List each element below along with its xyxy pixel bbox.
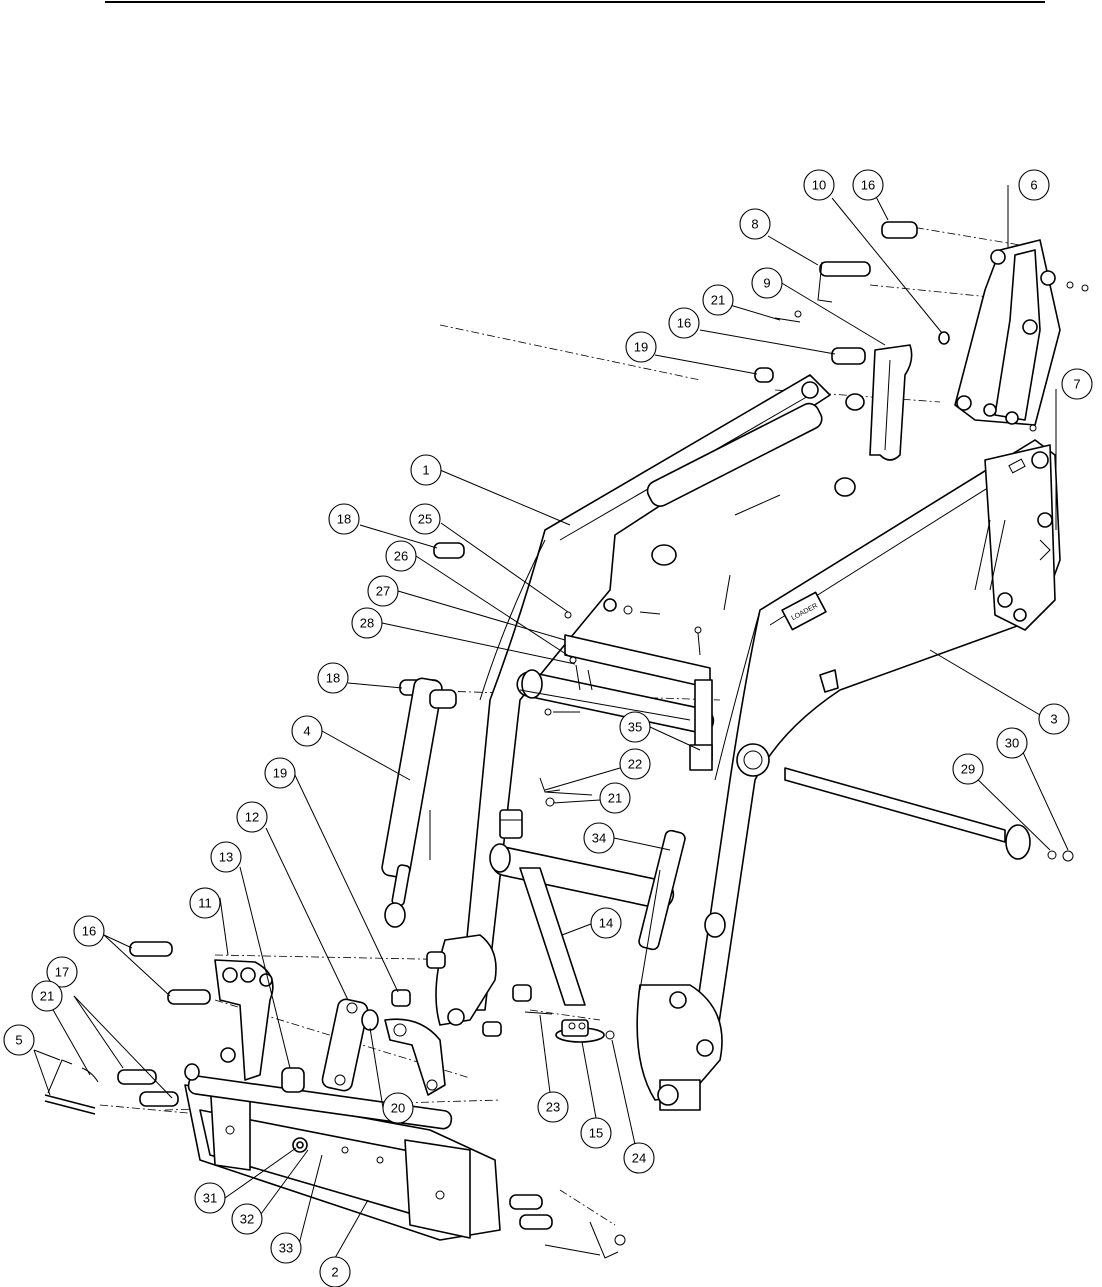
callout-8: 8 <box>739 208 771 240</box>
callout-label: 31 <box>203 1191 217 1206</box>
callout-16-top: 16 <box>852 169 884 201</box>
callout-label: 4 <box>303 724 310 739</box>
callout-30: 30 <box>996 727 1028 759</box>
callout-label: 7 <box>1073 377 1080 392</box>
callout-31: 31 <box>194 1182 226 1214</box>
callout-21-mid: 21 <box>599 782 631 814</box>
callout-21-upper: 21 <box>702 284 734 316</box>
callout-35: 35 <box>619 711 651 743</box>
callout-19-upper: 19 <box>625 331 657 363</box>
cross-tube-part <box>489 634 715 1043</box>
callout-34: 34 <box>583 822 615 854</box>
leader-lines <box>33 184 1069 1259</box>
callout-26: 26 <box>385 540 417 572</box>
callout-17: 17 <box>46 956 78 988</box>
callout-label: 29 <box>961 762 975 777</box>
callout-label: 24 <box>632 1151 646 1166</box>
callout-label: 1 <box>422 463 429 478</box>
callout-9: 9 <box>751 267 783 299</box>
callout-label: 14 <box>599 916 613 931</box>
callout-label: 16 <box>82 924 96 939</box>
callout-label: 33 <box>279 1241 293 1256</box>
callout-12: 12 <box>236 801 268 833</box>
callout-label: 21 <box>608 791 622 806</box>
callout-21-left: 21 <box>31 980 63 1012</box>
callout-2: 2 <box>319 1256 351 1287</box>
callout-label: 11 <box>198 896 212 911</box>
callout-16-lower: 16 <box>73 915 105 947</box>
callout-16-mid: 16 <box>668 307 700 339</box>
callout-24: 24 <box>623 1142 655 1174</box>
pins-16-lower-part <box>129 941 211 1005</box>
callout-label: 5 <box>15 1033 22 1048</box>
stand-rod-part <box>784 767 1074 862</box>
pins-left-part <box>44 1059 200 1115</box>
pins-upper-part <box>774 221 950 461</box>
callout-label: 20 <box>391 1101 405 1116</box>
link-plates-part <box>214 959 446 1096</box>
callout-label: 19 <box>273 766 287 781</box>
callout-13: 13 <box>210 841 242 873</box>
callout-33: 33 <box>270 1232 302 1264</box>
callout-22: 22 <box>619 748 651 780</box>
callout-label: 26 <box>394 549 408 564</box>
callout-label: 10 <box>812 178 826 193</box>
callout-label: 6 <box>1030 178 1037 193</box>
callout-label: 30 <box>1005 736 1019 751</box>
callout-label: 8 <box>751 217 758 232</box>
callout-10: 10 <box>803 169 835 201</box>
callout-label: 35 <box>628 720 642 735</box>
callout-1: 1 <box>410 454 442 486</box>
callout-label: 27 <box>376 584 390 599</box>
callout-label: 23 <box>546 1100 560 1115</box>
callout-label: 19 <box>634 340 648 355</box>
callout-label: 18 <box>337 512 351 527</box>
callout-layer: 1 2 3 4 5 6 7 8 9 10 11 12 13 14 15 16 1… <box>3 169 1093 1287</box>
callout-7: 7 <box>1061 368 1093 400</box>
callout-27: 27 <box>367 575 399 607</box>
callout-label: 17 <box>55 965 69 980</box>
callout-29: 29 <box>952 753 984 785</box>
callout-4: 4 <box>291 715 323 747</box>
callout-label: 28 <box>360 616 374 631</box>
callout-6: 6 <box>1018 169 1050 201</box>
callout-label: 15 <box>589 1126 603 1141</box>
callout-32: 32 <box>231 1203 263 1235</box>
callout-28: 28 <box>351 607 383 639</box>
callout-20: 20 <box>382 1092 414 1124</box>
callout-label: 34 <box>592 831 606 846</box>
callout-label: 16 <box>861 178 875 193</box>
callout-18-lower: 18 <box>317 662 349 694</box>
callout-23: 23 <box>537 1091 569 1123</box>
callout-3: 3 <box>1038 703 1070 735</box>
callout-label: 21 <box>40 989 54 1004</box>
callout-18-upper: 18 <box>328 503 360 535</box>
callout-label: 13 <box>219 850 233 865</box>
callout-19-left: 19 <box>264 757 296 789</box>
callout-25: 25 <box>409 503 441 535</box>
callout-14: 14 <box>590 907 622 939</box>
callout-5: 5 <box>3 1024 35 1056</box>
bucket-bracket-part <box>954 239 1089 432</box>
callout-label: 32 <box>240 1212 254 1227</box>
loader-arm-left-part <box>426 367 865 1037</box>
callout-label: 21 <box>711 293 725 308</box>
callout-label: 2 <box>331 1265 338 1280</box>
callout-label: 12 <box>245 810 259 825</box>
callout-label: 9 <box>763 276 770 291</box>
callout-15: 15 <box>580 1117 612 1149</box>
mount-frame-part <box>184 1075 626 1259</box>
callout-label: 16 <box>677 316 691 331</box>
callout-label: 18 <box>326 671 340 686</box>
loader-arm-right-part: LOADER <box>636 439 1061 1111</box>
callout-11: 11 <box>189 887 221 919</box>
callout-label: 3 <box>1050 712 1057 727</box>
callout-label: 22 <box>628 757 642 772</box>
callout-label: 25 <box>418 512 432 527</box>
